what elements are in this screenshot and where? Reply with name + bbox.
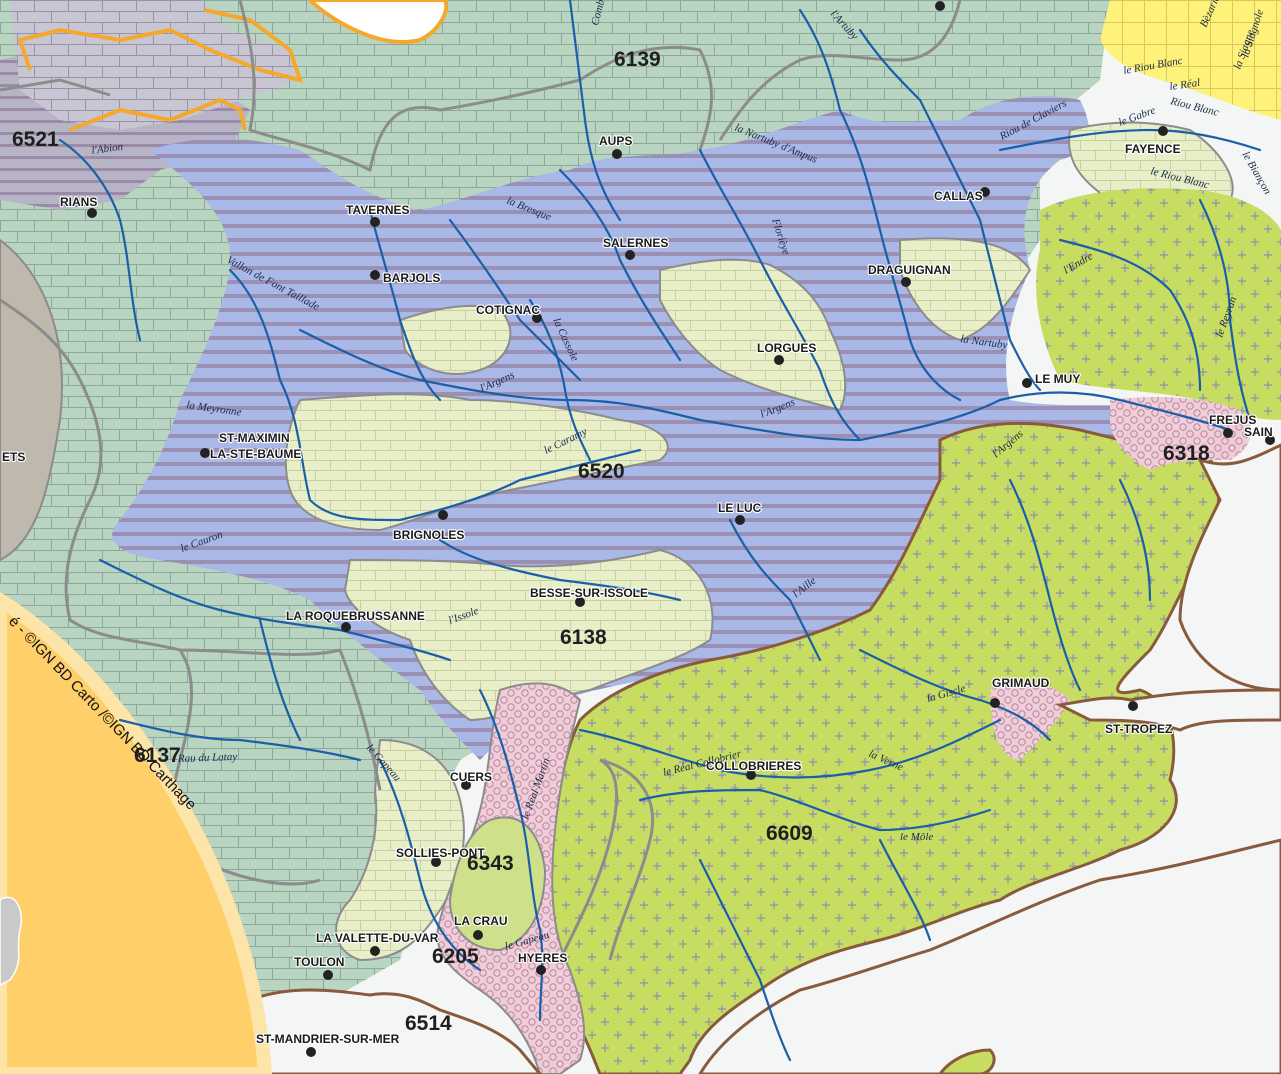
zone-code: 6137: [134, 744, 181, 767]
town-label: LA VALETTE-DU-VAR: [316, 931, 439, 945]
town-label: LE LUC: [718, 501, 762, 515]
town-label: BRIGNOLES: [393, 528, 464, 542]
town-label: FREJUS: [1209, 413, 1256, 427]
sandstone-zone-east: [1110, 397, 1251, 470]
river-label: le Réal: [1169, 77, 1201, 93]
sea-southeast: [698, 838, 1281, 1074]
marl-zone-southwest: [335, 738, 465, 962]
grey-zone: [0, 238, 63, 562]
town-label: ST-TROPEZ: [1105, 722, 1172, 736]
coastal-zone: [448, 816, 547, 952]
town-label: BESSE-SUR-ISSOLE: [530, 586, 648, 600]
town-label: SALERNES: [603, 236, 668, 250]
marl-zone-central: [284, 393, 669, 532]
town-label: BARJOLS: [383, 271, 440, 285]
sea-east: [1178, 443, 1281, 692]
river-label: l'Abion: [91, 141, 125, 157]
zone-code: 6205: [432, 945, 479, 968]
inset-land: [0, 896, 22, 986]
town-label: ST-MAXIMIN: [219, 431, 290, 445]
edge-label-east: SAIN: [1244, 425, 1273, 439]
zone-code: 6343: [467, 852, 514, 875]
zone-code: 6521: [12, 128, 59, 151]
marl-zone-south: [343, 548, 714, 722]
island: [938, 1048, 996, 1074]
town-label: CUERS: [450, 770, 492, 784]
zone-code: 6139: [614, 48, 661, 71]
lake: [307, 0, 449, 44]
marl-zone-nw: [398, 304, 512, 375]
orange-boundary: [17, 8, 304, 132]
town-markers: [87, 1, 1275, 1057]
town-label: CALLAS: [934, 189, 983, 203]
zone-code: 6514: [405, 1012, 452, 1035]
town-labels: AUPS TAVERNES SALERNES BARJOLS COTIGNAC …: [59, 133, 1258, 1047]
sandstone-zone-grimaud: [990, 683, 1070, 760]
marl-zone-lorgues: [659, 258, 847, 412]
town-label: LE MUY: [1035, 372, 1080, 386]
town-label: LA-STE-BAUME: [210, 447, 301, 461]
town-label: COLLOBRIERES: [706, 759, 801, 773]
zone-code: 6318: [1163, 442, 1210, 465]
gulf-of-st-tropez: [1055, 688, 1281, 732]
town-label: RIANS: [60, 195, 97, 209]
town-label: LORGUES: [757, 341, 816, 355]
town-label: LA CRAU: [454, 914, 508, 928]
town-label: TAVERNES: [346, 203, 410, 217]
river-label: Rau du Latay: [177, 751, 238, 765]
town-label: GRIMAUD: [992, 676, 1050, 690]
town-label: HYERES: [518, 951, 567, 965]
zone-code: 6520: [578, 460, 625, 483]
town-label: FAYENCE: [1125, 142, 1181, 156]
town-label: AUPS: [599, 134, 632, 148]
yellow-zone: [1100, 0, 1281, 120]
town-label: DRAGUIGNAN: [868, 263, 951, 277]
town-label: LA ROQUEBRUSSANNE: [286, 609, 425, 623]
town-label: COTIGNAC: [476, 303, 540, 317]
zone-code: 6609: [766, 822, 813, 845]
town-label: SOLLIES-PONT: [396, 846, 485, 860]
town-label: ST-MANDRIER-SUR-MER: [256, 1032, 400, 1046]
town-label: TOULON: [294, 955, 344, 969]
zone-code: 6138: [560, 626, 607, 649]
edge-label-west: ETS: [2, 450, 25, 464]
inset-map-disc: [0, 591, 273, 1074]
marl-zone-east: [899, 237, 1032, 342]
zone-boundaries: [0, 0, 962, 961]
zone-codes: 6521 6139 6520 6138 6318 6609 6343 6205 …: [12, 48, 1210, 1035]
river-label: le Môle: [900, 831, 933, 843]
